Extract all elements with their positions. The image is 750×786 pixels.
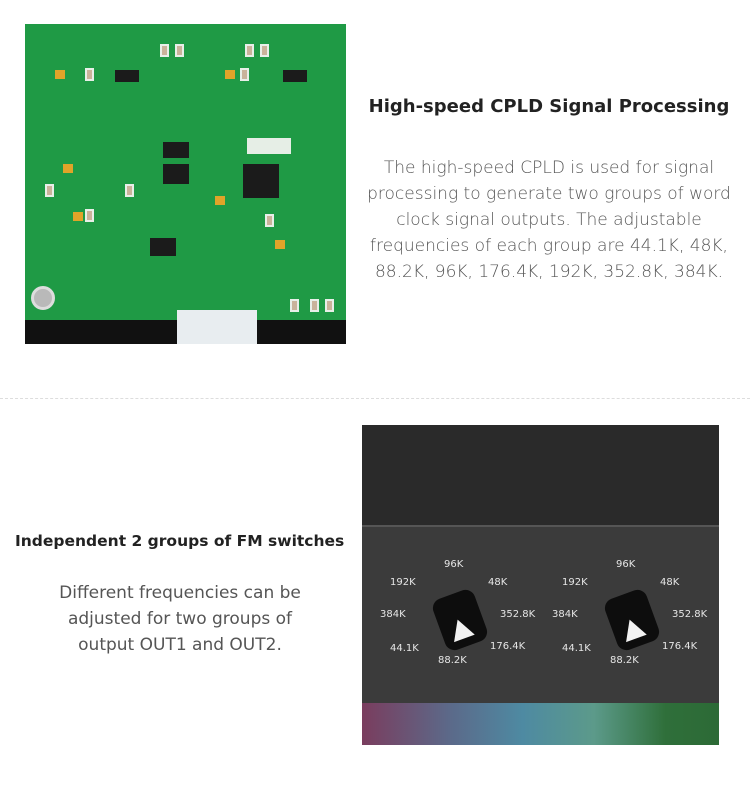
- knob-label: 176.4K: [662, 641, 698, 652]
- desc-line: The high-speed CPLD is used for signal: [383, 158, 715, 178]
- knob-label: 96K: [616, 559, 636, 570]
- knob-label: 88.2K: [438, 655, 467, 666]
- knob-out1: 96K 192K 48K 384K 352.8K 44.1K 176.4K 88…: [376, 555, 546, 685]
- knob-label: 352.8K: [500, 609, 536, 620]
- knob-label: 192K: [562, 577, 588, 588]
- knob-label: 384K: [380, 609, 406, 620]
- knob-out2: 96K 192K 48K 384K 352.8K 44.1K 176.4K 88…: [548, 555, 718, 685]
- knob-label: 176.4K: [490, 641, 526, 652]
- knob-label: 352.8K: [672, 609, 708, 620]
- knob-label: 192K: [390, 577, 416, 588]
- colored-reflection: [362, 703, 719, 745]
- section1-description: The high-speed CPLD is used for signal p…: [352, 155, 746, 285]
- desc-line: 88.2K, 96K, 176.4K, 192K, 352.8K, 384K.: [374, 262, 724, 282]
- section1-title: High-speed CPLD Signal Processing: [368, 96, 730, 117]
- knob-label: 48K: [488, 577, 508, 588]
- knob-label: 96K: [444, 559, 464, 570]
- desc-line: Different frequencies can be: [59, 583, 301, 603]
- desc-line: clock signal outputs. The adjustable: [396, 210, 702, 230]
- knob-label: 44.1K: [562, 643, 591, 654]
- section2-description: Different frequencies can be adjusted fo…: [30, 580, 330, 658]
- cpld-board-photo: [25, 24, 346, 344]
- section-divider: [0, 398, 750, 399]
- section2-title: Independent 2 groups of FM switches: [15, 532, 345, 550]
- desc-line: processing to generate two groups of wor…: [367, 184, 731, 204]
- desc-line: frequencies of each group are 44.1K, 48K…: [370, 236, 728, 256]
- panel-top: [362, 425, 719, 527]
- knob-label: 88.2K: [610, 655, 639, 666]
- knob-label: 384K: [552, 609, 578, 620]
- knob-label: 44.1K: [390, 643, 419, 654]
- knob-label: 48K: [660, 577, 680, 588]
- fm-switch-panel-photo: 96K 192K 48K 384K 352.8K 44.1K 176.4K 88…: [362, 425, 719, 745]
- desc-line: output OUT1 and OUT2.: [78, 635, 282, 655]
- desc-line: adjusted for two groups of: [67, 609, 293, 629]
